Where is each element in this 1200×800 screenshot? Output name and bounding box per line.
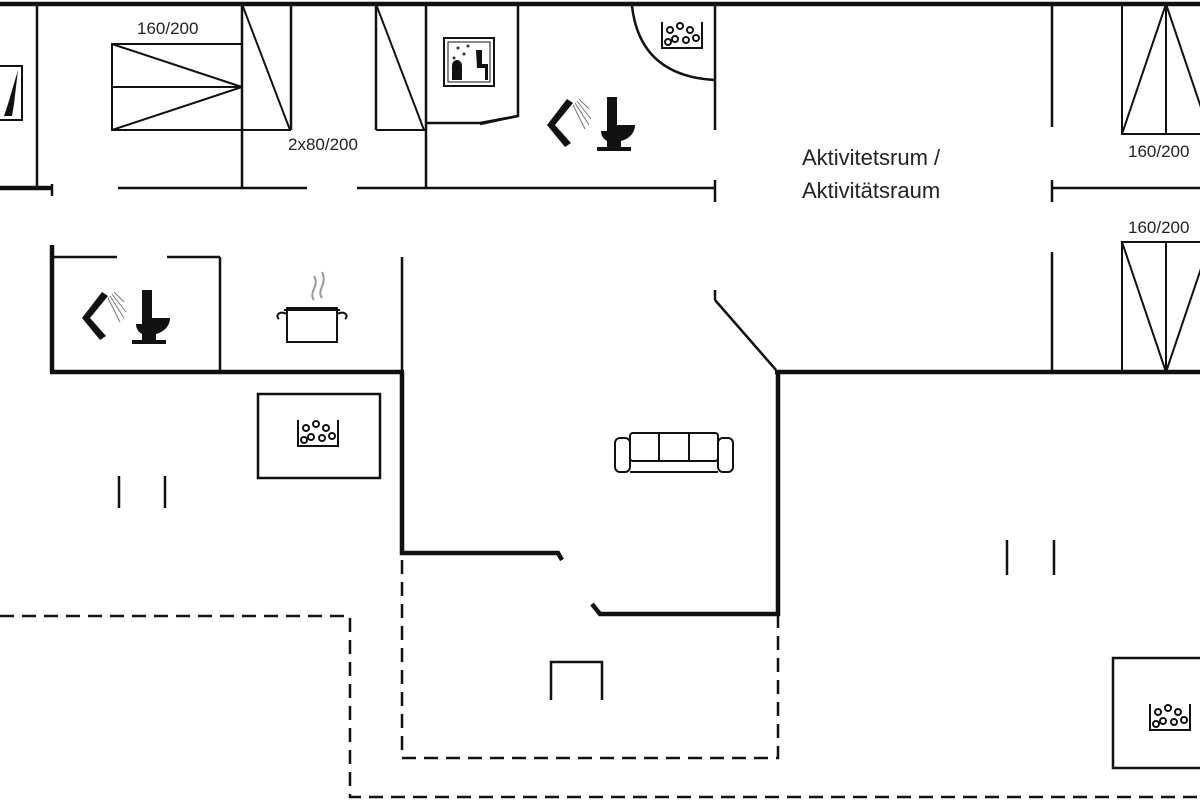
cooking-pot-icon bbox=[276, 271, 348, 343]
bedroom-right-top: 160/200 bbox=[1121, 3, 1200, 161]
bedroom-double: 160/200 bbox=[111, 4, 244, 188]
jacuzzi-icon bbox=[661, 21, 703, 49]
bedroom-right-bottom: 160/200 bbox=[1121, 218, 1200, 373]
room-label: Aktivitätsraum bbox=[802, 178, 940, 203]
spa-tub-outline bbox=[630, 5, 716, 82]
table-icon bbox=[549, 660, 604, 700]
bedroom-twin: 2x80/200 bbox=[241, 3, 428, 188]
bed-size-label: 160/200 bbox=[137, 19, 198, 38]
kitchen bbox=[276, 257, 404, 372]
sofa-icon bbox=[614, 432, 734, 473]
room-top-left bbox=[0, 4, 54, 196]
bathroom-spa bbox=[426, 4, 716, 152]
jacuzzi-icon bbox=[297, 419, 339, 447]
shower-toilet-icon bbox=[546, 96, 636, 152]
shower-toilet-icon bbox=[81, 289, 171, 345]
room-label: Aktivitetsrum / bbox=[802, 145, 941, 170]
terrace bbox=[0, 560, 1200, 799]
jacuzzi-icon bbox=[1149, 703, 1191, 731]
bed-size-label: 160/200 bbox=[1128, 218, 1189, 237]
activity-room: Aktivitetsrum / Aktivitätsraum bbox=[713, 4, 1200, 371]
broom-icon bbox=[4, 70, 18, 116]
sauna-icon bbox=[443, 37, 495, 87]
living-room bbox=[117, 372, 1056, 617]
bed-size-label: 160/200 bbox=[1128, 142, 1189, 161]
bathroom-lower bbox=[49, 245, 404, 375]
bed-size-label: 2x80/200 bbox=[288, 135, 358, 154]
double-bed-icon bbox=[111, 43, 243, 131]
